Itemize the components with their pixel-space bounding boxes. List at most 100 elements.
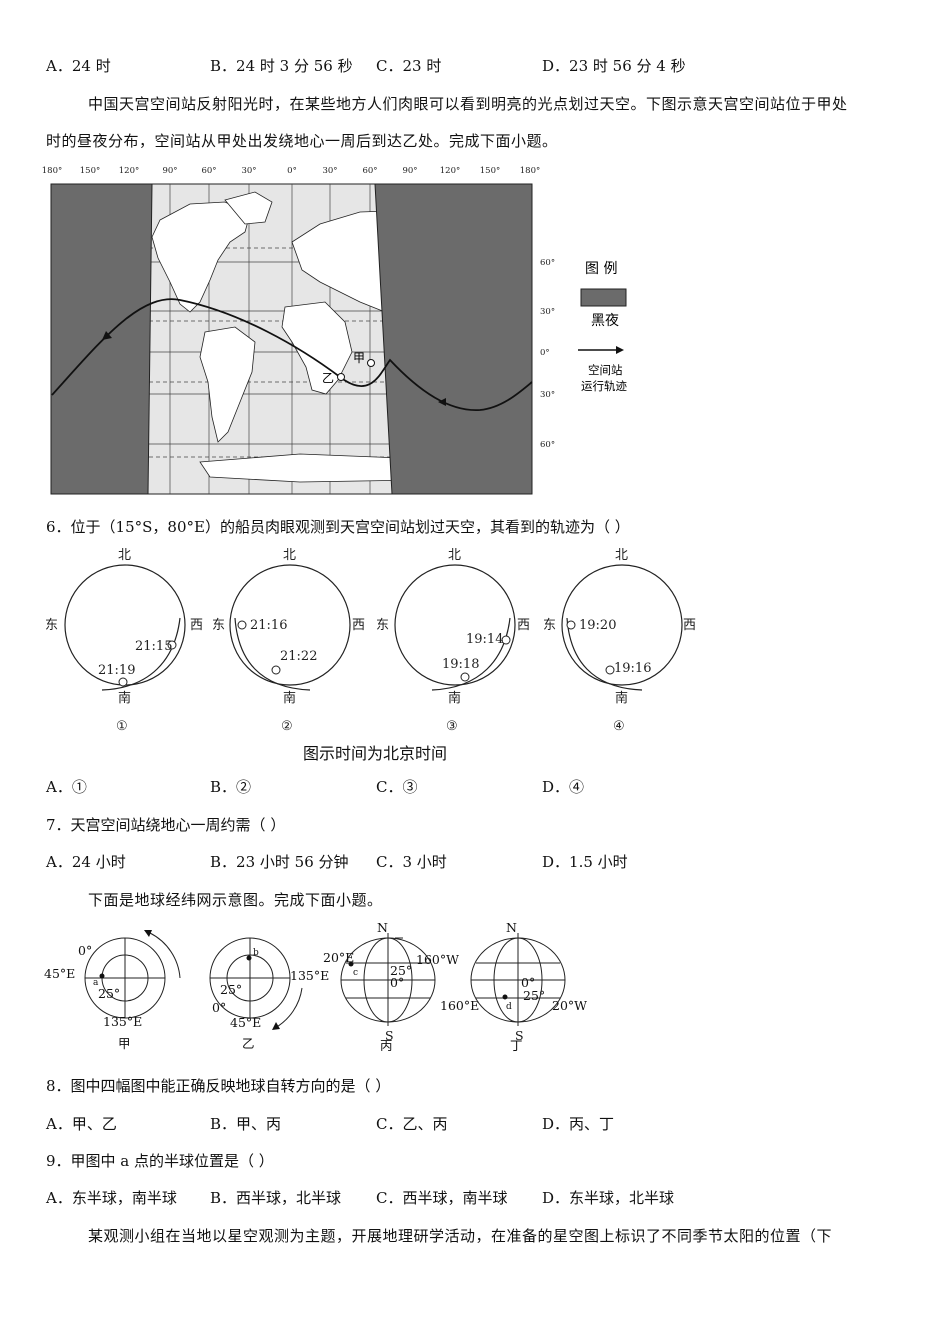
globe-yi: b 135°E 25° 0° 45°E 乙: [209, 937, 329, 1051]
yi-label-4: 45°E: [230, 1015, 261, 1030]
ding-south: S: [515, 1028, 524, 1043]
d4-number: ④: [613, 719, 625, 734]
d3-east: 东: [376, 618, 389, 633]
orbit-arrow-1: [102, 331, 112, 340]
d4-east: 东: [543, 618, 556, 633]
d1-time-2: 21:19: [98, 663, 135, 678]
q8-stem: 8．图中四幅图中能正确反映地球自转方向的是（ ）: [46, 1077, 391, 1095]
legend-title: 图 例: [585, 261, 617, 277]
graticule-diagrams: 0° 45°E 25° 135°E a 甲 b 135°E 25° 0° 45°…: [44, 920, 587, 1053]
d4-south: 南: [615, 690, 628, 706]
point-jia: [367, 359, 375, 367]
q5-option-c[interactable]: C．23 时: [376, 57, 442, 75]
intro-paragraph-3: 某观测小组在当地以星空观测为主题，开展地理研学活动，在准备的星空图上标识了不同季…: [88, 1227, 833, 1245]
d2-time-2: 21:22: [280, 649, 317, 664]
night-region-east: [374, 183, 533, 495]
bing-north: N: [377, 920, 388, 935]
legend-night-label: 黑夜: [591, 313, 619, 329]
lon-label-30w: 30°: [241, 166, 256, 176]
intro-paragraph-2: 下面是地球经纬网示意图。完成下面小题。: [88, 891, 383, 909]
q9-stem: 9．甲图中 a 点的半球位置是（ ）: [46, 1152, 274, 1170]
label-yi: 乙: [322, 371, 334, 385]
q8-option-a[interactable]: A．甲、乙: [46, 1115, 117, 1133]
lon-label-120w: 120°: [119, 166, 139, 176]
q5-option-a[interactable]: A．24 时: [46, 57, 111, 75]
q5-option-d[interactable]: D．23 时 56 分 4 秒: [542, 57, 686, 75]
bing-name: 丙: [380, 1038, 393, 1053]
d1-south: 南: [118, 690, 131, 706]
bing-label-4: 0°: [390, 975, 404, 990]
ding-label-1: 160°E: [440, 998, 479, 1013]
jia-label-2: 45°E: [44, 966, 75, 981]
sky-diagram-2: 北 南 东 西 21:16 21:22 ②: [212, 548, 365, 734]
q9-option-b[interactable]: B．西半球，北半球: [210, 1189, 342, 1207]
intro-paragraph-1-line-1: 中国天宫空间站反射阳光时，在某些地方人们肉眼可以看到明亮的光点划过天空。下图示意…: [88, 95, 848, 113]
q8-option-d[interactable]: D．丙、丁: [542, 1115, 615, 1133]
lat-label-0: 0°: [540, 348, 550, 358]
ding-point-label: d: [506, 1002, 512, 1012]
yi-label-3: 0°: [212, 1000, 226, 1015]
lon-label-120e: 120°: [440, 166, 460, 176]
bing-label-2: 160°W: [416, 952, 459, 967]
q6-option-d[interactable]: D．④: [542, 778, 585, 796]
legend-orbit-label-2: 运行轨迹: [581, 379, 627, 393]
q9-option-d[interactable]: D．东半球，北半球: [542, 1189, 675, 1207]
ding-north: N: [506, 920, 517, 935]
orbit-arrow-2: [438, 398, 446, 406]
d3-time-1: 19:14: [466, 632, 503, 647]
d3-number: ③: [446, 719, 458, 734]
bing-point-label: c: [353, 968, 358, 978]
q7-stem: 7．天宫空间站绕地心一周约需（ ）: [46, 816, 286, 834]
q7-option-b[interactable]: B．23 小时 56 分钟: [210, 853, 349, 871]
ding-label-3: 0°: [521, 975, 535, 990]
q6-sky-diagrams: 北 南 东 西 21:15 21:19 ① 北 南 东 西 21:16 21:2…: [45, 548, 696, 734]
lon-label-0: 0°: [287, 166, 297, 176]
q6-option-b[interactable]: B．②: [210, 778, 252, 796]
d1-north: 北: [118, 548, 131, 563]
q6-caption: 图示时间为北京时间: [303, 744, 448, 763]
q7-option-a[interactable]: A．24 小时: [46, 853, 126, 871]
d4-north: 北: [615, 548, 628, 563]
q8-option-c[interactable]: C．乙、丙: [376, 1115, 448, 1133]
globe-ding: N S 160°E 20°W 0° 25° d 丁: [440, 920, 587, 1053]
yi-name: 乙: [242, 1036, 255, 1051]
yi-label-1: 135°E: [290, 968, 329, 983]
d1-east: 东: [45, 618, 58, 633]
q9-option-c[interactable]: C．西半球，南半球: [376, 1189, 508, 1207]
q6-option-c[interactable]: C．③: [376, 778, 418, 796]
q9-option-a[interactable]: A．东半球，南半球: [46, 1189, 177, 1207]
q7-option-c[interactable]: C．3 小时: [376, 853, 447, 871]
d3-south: 南: [448, 690, 461, 706]
q5-option-b[interactable]: B．24 时 3 分 56 秒: [210, 57, 353, 75]
q6-option-a[interactable]: A．①: [46, 778, 87, 796]
lon-label-30e: 30°: [322, 166, 337, 176]
globe-jia: 0° 45°E 25° 135°E a 甲: [44, 930, 181, 1051]
lon-label-150w: 150°: [80, 166, 100, 176]
legend-orbit-label-1: 空间站: [588, 363, 623, 377]
q7-option-d[interactable]: D．1.5 小时: [542, 853, 628, 871]
ding-label-4: 25°: [523, 988, 545, 1003]
day-night-world-map: 180° 150° 120° 90° 60° 30° 0° 30° 60° 90…: [42, 166, 627, 495]
lat-label-60n: 60°: [540, 258, 555, 268]
yi-point-label: b: [253, 948, 259, 958]
legend-night-swatch: [580, 288, 627, 307]
q8-option-b[interactable]: B．甲、丙: [210, 1115, 282, 1133]
label-jia: 甲: [353, 351, 365, 365]
ding-label-2: 20°W: [552, 998, 587, 1013]
lon-label-60e: 60°: [362, 166, 377, 176]
lon-label-90e: 90°: [402, 166, 417, 176]
sky-diagram-4: 北 南 东 西 19:20 19:16 ④: [543, 548, 696, 734]
jia-label-1: 0°: [78, 943, 92, 958]
space-station-orbit: [51, 298, 533, 411]
jia-label-3: 25°: [98, 986, 120, 1001]
d3-time-2: 19:18: [442, 657, 479, 672]
d3-north: 北: [448, 548, 461, 563]
sky-diagram-1: 北 南 东 西 21:15 21:19 ①: [45, 548, 203, 734]
d2-number: ②: [281, 719, 293, 734]
d2-east: 东: [212, 618, 225, 633]
globe-bing: N S 20°E 160°W 25° 0° c 丙: [323, 920, 459, 1053]
d4-time-2: 19:16: [614, 661, 651, 676]
bing-label-1: 20°E: [323, 950, 354, 965]
d1-time-1: 21:15: [135, 639, 172, 654]
d1-west: 西: [190, 618, 203, 633]
